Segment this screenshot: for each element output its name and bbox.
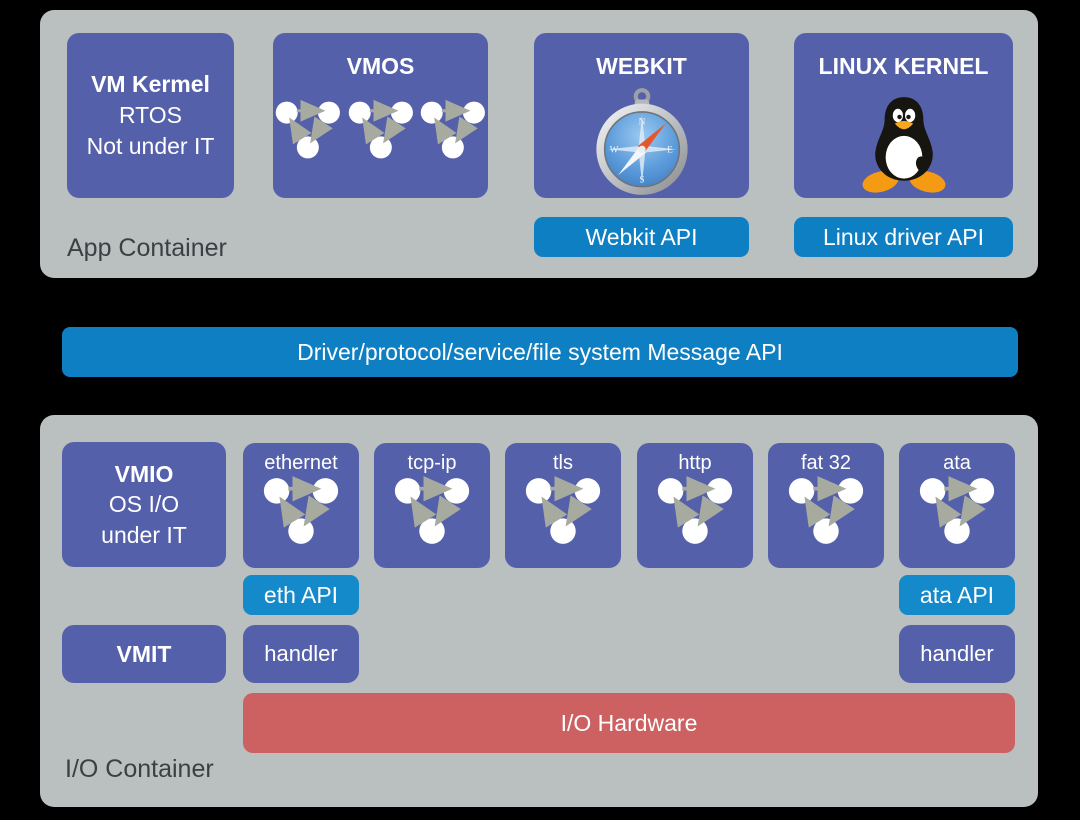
- vm-kernel-line2: RTOS: [118, 101, 183, 128]
- vmio-box: VMIO OS I/O under IT: [62, 442, 226, 567]
- protocol-box-tls: tls: [505, 443, 621, 568]
- vmio-title: VMIO: [114, 460, 174, 487]
- handler-label: handler: [920, 641, 994, 666]
- vmit-title: VMIT: [116, 640, 172, 667]
- linux-kernel-title: LINUX KERNEL: [818, 53, 989, 79]
- vm-kernel-line3: Not under IT: [86, 133, 215, 160]
- vmos-title: VMOS: [346, 53, 415, 79]
- ata-api-bar: ata API: [899, 575, 1015, 615]
- linux-driver-api-bar: Linux driver API: [794, 217, 1013, 257]
- protocol-label: tls: [553, 452, 573, 474]
- vmio-line3: under IT: [101, 521, 187, 548]
- svg-text:N: N: [638, 117, 645, 127]
- app-container: VM Kermel RTOS Not under IT VMOS WEBKIT: [40, 10, 1038, 278]
- process-triad-icon: [418, 95, 488, 165]
- protocol-label: fat 32: [800, 452, 852, 474]
- protocol-box-tcp-ip: tcp-ip: [374, 443, 490, 568]
- process-triad-icon: [522, 476, 604, 546]
- protocol-label: ethernet: [264, 452, 338, 474]
- handler-label: handler: [264, 641, 338, 666]
- io-container-label: I/O Container: [65, 755, 214, 783]
- vmos-process-icons: [273, 94, 488, 165]
- safari-compass-icon: N S W E: [595, 88, 688, 195]
- process-triad-icon: [346, 95, 416, 165]
- eth-api-label: eth API: [263, 581, 339, 608]
- eth-handler-box: handler: [243, 625, 359, 683]
- protocol-label: tcp-ip: [407, 452, 457, 474]
- process-triad-icon: [273, 95, 343, 165]
- process-triad-icon: [260, 476, 342, 546]
- webkit-api-bar: Webkit API: [534, 217, 749, 257]
- protocol-box-http: http: [637, 443, 753, 568]
- io-container: VMIO OS I/O under IT ethernet tcp-ip tls…: [40, 415, 1038, 807]
- app-container-label: App Container: [67, 234, 227, 262]
- vm-kernel-title: VM Kermel: [91, 70, 210, 97]
- svg-text:E: E: [667, 145, 673, 155]
- protocol-box-fat32: fat 32: [768, 443, 884, 568]
- io-hardware-label: I/O Hardware: [560, 709, 698, 736]
- vmio-line2: OS I/O: [108, 491, 180, 518]
- protocol-box-ata: ata: [899, 443, 1015, 568]
- message-api-label: Driver/protocol/service/file system Mess…: [297, 338, 783, 365]
- vmit-box: VMIT: [62, 625, 226, 683]
- vm-kernel-box: VM Kermel RTOS Not under IT: [67, 33, 234, 198]
- protocol-label: http: [678, 452, 712, 474]
- linux-driver-api-label: Linux driver API: [822, 223, 985, 250]
- tux-penguin-icon: [862, 97, 945, 193]
- ata-api-label: ata API: [919, 581, 995, 608]
- eth-api-bar: eth API: [243, 575, 359, 615]
- process-triad-icon: [654, 476, 736, 546]
- message-api-bar: Driver/protocol/service/file system Mess…: [62, 327, 1018, 377]
- process-triad-icon: [916, 476, 998, 546]
- webkit-title: WEBKIT: [596, 53, 687, 79]
- process-triad-icon: [785, 476, 867, 546]
- webkit-box: WEBKIT: [534, 33, 749, 198]
- io-hardware-bar: I/O Hardware: [243, 693, 1015, 753]
- linux-kernel-box: LINUX KERNEL: [794, 33, 1013, 198]
- protocol-label: ata: [943, 452, 971, 474]
- ata-handler-box: handler: [899, 625, 1015, 683]
- vmos-box: VMOS: [273, 33, 488, 198]
- protocol-box-ethernet: ethernet: [243, 443, 359, 568]
- webkit-api-label: Webkit API: [585, 223, 698, 250]
- process-triad-icon: [391, 476, 473, 546]
- svg-text:S: S: [639, 175, 644, 185]
- svg-text:W: W: [609, 145, 618, 155]
